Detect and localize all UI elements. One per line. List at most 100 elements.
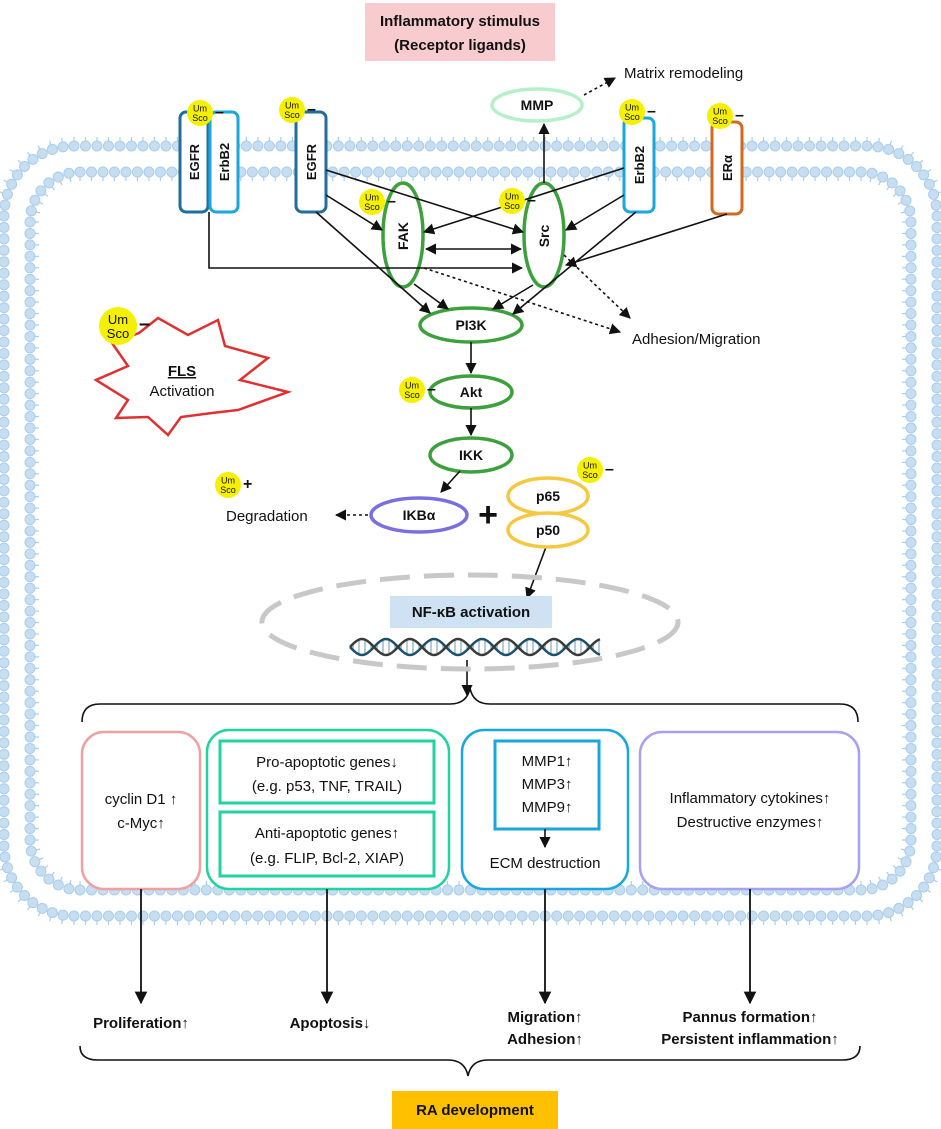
src-to-pi3k-arrow: [492, 284, 534, 310]
svg-text:Sco: Sco: [712, 116, 728, 126]
svg-text:Um: Um: [193, 104, 207, 114]
dotted-arrows: [334, 254, 631, 521]
prolif-line2: c-Myc↑: [117, 815, 165, 832]
svg-text:Um: Um: [365, 193, 379, 203]
inflammation-box: [638, 730, 861, 891]
svg-text:Um: Um: [505, 192, 519, 202]
fls-activation-starburst: [93, 316, 293, 437]
svg-text:Um: Um: [625, 103, 639, 113]
svg-text:Sco: Sco: [220, 485, 236, 495]
matrix-remodeling-label: Matrix remodeling: [624, 65, 743, 82]
erbb2-receptor: ErbB2: [622, 116, 656, 214]
inflam-line1: Inflammatory cytokines↑: [670, 790, 831, 807]
egfr-to-src-arrow: [325, 169, 525, 235]
pro-apoptotic-line1: Pro-apoptotic genes↓: [256, 754, 398, 771]
bottom-brace: [79, 1045, 861, 1077]
mmp9-label: MMP9↑: [522, 799, 573, 816]
ikk-node: [428, 436, 514, 474]
svg-text:–: –: [527, 192, 536, 209]
svg-text:Sco: Sco: [504, 201, 520, 211]
ikba-label: IKBα: [403, 507, 436, 523]
anti-apoptotic-box: [218, 810, 436, 878]
proliferation-box: [80, 730, 202, 891]
svg-text:Sco: Sco: [284, 110, 300, 120]
svg-text:Sco: Sco: [582, 470, 598, 480]
egfr-erbb2-to-src-arrow: [208, 212, 524, 274]
persistent-outcome: Persistent inflammation↑: [661, 1031, 839, 1048]
adhesion-migration-label: Adhesion/Migration: [632, 331, 760, 348]
svg-text:Um: Um: [713, 107, 727, 117]
svg-text:Sco: Sco: [107, 326, 129, 341]
mmp3-label: MMP3↑: [522, 776, 573, 793]
inflam-line2: Destructive enzymes↑: [677, 814, 824, 831]
mmp1-label: MMP1↑: [522, 753, 573, 770]
stimulus-subtitle: (Receptor ligands): [394, 37, 526, 54]
nfkb-label: NF-κB activation: [412, 604, 530, 621]
fak-label: FAK: [395, 222, 411, 250]
svg-text:Um: Um: [285, 101, 299, 111]
svg-text:–: –: [427, 381, 436, 398]
signaling-arrows: [208, 122, 728, 697]
nfkb-box: [390, 596, 552, 628]
svg-text:–: –: [387, 193, 396, 210]
top-brace: [81, 687, 859, 723]
ikk-to-ikba-arrow: [440, 470, 461, 493]
era-to-src-arrow: [564, 213, 728, 268]
pi3k-label: PI3K: [455, 317, 486, 333]
p50-node: [506, 511, 590, 549]
prolif-line1: cyclin D1 ↑: [105, 791, 178, 808]
apoptosis-outcome: Apoptosis↓: [290, 1015, 371, 1032]
migration-outcome: Migration↑: [508, 1009, 583, 1026]
fak-to-pi3k-arrow: [413, 283, 449, 310]
drug-badges: UmSco–UmSco–UmSco–UmSco–UmSco–UmSco–UmSc…: [99, 97, 744, 498]
svg-text:+: +: [243, 476, 252, 493]
egfr-label: EGFR: [187, 143, 202, 180]
svg-text:Sco: Sco: [192, 113, 208, 123]
pannus-outcome: Pannus formation↑: [682, 1009, 817, 1026]
anti-apoptotic-line1: Anti-apoptotic genes↑: [255, 825, 399, 842]
fak-node: [381, 181, 425, 289]
p65-label: p65: [536, 488, 560, 504]
svg-text:–: –: [605, 461, 614, 478]
anti-apoptotic-line2: (e.g. FLIP, Bcl-2, XIAP): [250, 850, 404, 867]
egfr-to-fak-arrow: [325, 194, 383, 231]
svg-text:–: –: [307, 101, 316, 118]
fak-adhesion-arrow: [423, 267, 622, 335]
svg-text:Sco: Sco: [404, 390, 420, 400]
svg-text:Sco: Sco: [624, 112, 640, 122]
activation-label: Activation: [149, 383, 214, 400]
svg-text:–: –: [139, 313, 150, 335]
erbb2-to-src-arrow: [565, 194, 625, 231]
erbb2b-label: ErbB2: [632, 146, 647, 184]
mmp-label: MMP: [521, 97, 554, 113]
ra-development-box: [392, 1091, 558, 1129]
svg-text:Um: Um: [221, 476, 235, 486]
outcome-arrows: [134, 889, 757, 1005]
fls-label: FLS: [168, 363, 196, 380]
akt-label: Akt: [460, 384, 483, 400]
svg-text:Um: Um: [405, 381, 419, 391]
ra-development-label: RA development: [416, 1102, 534, 1119]
plus-sign: +: [478, 496, 498, 534]
ecm-destruction-label: ECM destruction: [490, 855, 601, 872]
src-label: Src: [536, 225, 552, 248]
svg-text:Um: Um: [583, 461, 597, 471]
pro-apoptotic-box: [218, 739, 436, 805]
src-adhesion-arrow: [563, 254, 631, 319]
mmp-inner-box: [493, 739, 601, 831]
egfr-erbb2-dimer: EGFR ErbB2: [178, 110, 240, 214]
mmp-remodel-arrow: [583, 77, 616, 96]
egfr-to-pi3k-arrow: [315, 211, 431, 314]
egfr2-label: EGFR: [304, 143, 319, 180]
proliferation-outcome: Proliferation↑: [93, 1015, 189, 1032]
svg-text:–: –: [647, 103, 656, 120]
